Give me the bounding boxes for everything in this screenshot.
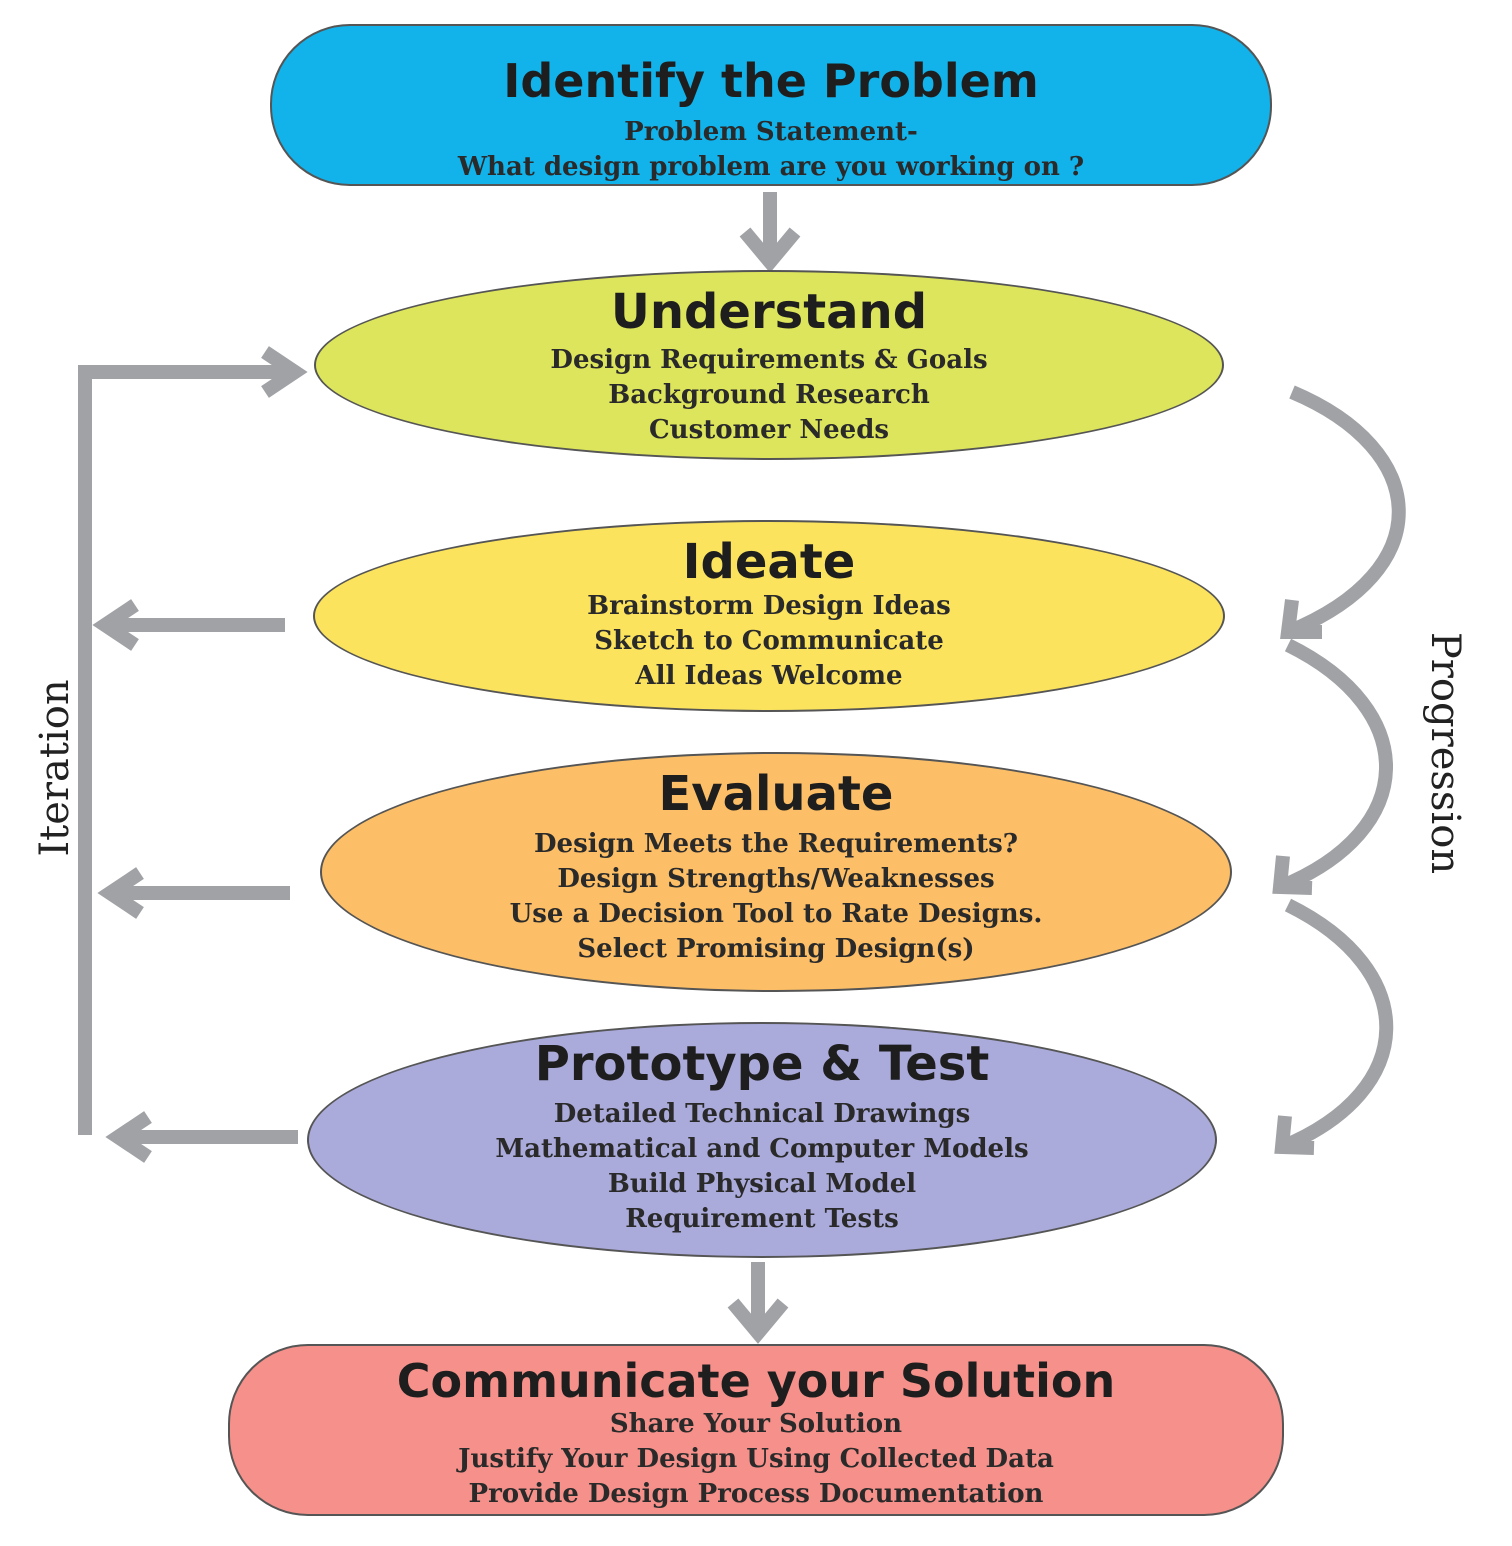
arrow-ideate-to-evaluate — [1272, 638, 1393, 895]
stage-lines: Detailed Technical Drawings Mathematical… — [495, 1097, 1028, 1237]
stage-prototype-test: Prototype & Test Detailed Technical Draw… — [307, 1022, 1217, 1258]
stage-lines: Design Requirements & Goals Background R… — [550, 343, 987, 448]
stage-line: Design Strengths/Weaknesses — [557, 863, 995, 894]
stage-lines: Share Your Solution Justify Your Design … — [458, 1407, 1054, 1512]
stage-line: Requirement Tests — [625, 1203, 899, 1234]
stage-line: Detailed Technical Drawings — [553, 1098, 971, 1129]
stage-communicate-solution: Communicate your Solution Share Your Sol… — [228, 1344, 1284, 1516]
iteration-bracket — [78, 346, 308, 1135]
stage-line: Sketch to Communicate — [594, 625, 944, 656]
stage-line: Provide Design Process Documentation — [468, 1478, 1044, 1509]
stage-line: Justify Your Design Using Collected Data — [458, 1443, 1054, 1474]
stage-identify-problem: Identify the Problem Problem Statement- … — [270, 24, 1272, 186]
stage-line: Use a Decision Tool to Rate Designs. — [509, 898, 1043, 929]
stage-line: Customer Needs — [648, 414, 890, 445]
stage-line: Design Requirements & Goals — [550, 344, 988, 375]
stage-line: All Ideas Welcome — [635, 660, 903, 691]
stage-title: Understand — [610, 284, 928, 340]
arrow-understand-to-ideate — [1280, 385, 1406, 639]
stage-line: Background Research — [608, 379, 930, 410]
stage-line: Design Meets the Requirements? — [533, 828, 1018, 859]
stage-understand: Understand Design Requirements & Goals B… — [314, 270, 1224, 460]
arrow-prototype-to-communicate — [727, 1262, 789, 1344]
stage-line: Build Physical Model — [607, 1168, 917, 1199]
stage-title: Identify the Problem — [503, 54, 1039, 108]
stage-line: Mathematical and Computer Models — [495, 1133, 1029, 1164]
stage-title: Evaluate — [658, 766, 894, 822]
stage-title: Ideate — [682, 534, 856, 590]
progression-label: Progression — [1422, 631, 1468, 875]
stage-title: Communicate your Solution — [396, 1354, 1116, 1408]
stage-lines: Problem Statement- What design problem a… — [458, 115, 1084, 185]
stage-lines: Design Meets the Requirements? Design St… — [510, 827, 1043, 967]
stage-line: Brainstorm Design Ideas — [587, 590, 951, 621]
arrow-ideate-iteration — [92, 599, 285, 651]
stage-line: Problem Statement- — [624, 116, 918, 147]
iteration-label: Iteration — [32, 679, 78, 857]
arrow-identify-to-understand — [739, 192, 801, 273]
stage-title: Prototype & Test — [534, 1036, 990, 1092]
stage-line: What design problem are you working on ? — [457, 151, 1085, 182]
stage-line: Select Promising Design(s) — [577, 933, 975, 964]
arrow-evaluate-iteration — [97, 867, 290, 919]
stage-evaluate: Evaluate Design Meets the Requirements? … — [320, 752, 1232, 992]
stage-line: Share Your Solution — [609, 1408, 903, 1439]
arrow-evaluate-to-prototype — [1274, 898, 1394, 1155]
stage-ideate: Ideate Brainstorm Design Ideas Sketch to… — [313, 520, 1225, 712]
arrow-prototype-iteration — [105, 1111, 298, 1163]
stage-lines: Brainstorm Design Ideas Sketch to Commun… — [587, 589, 951, 694]
